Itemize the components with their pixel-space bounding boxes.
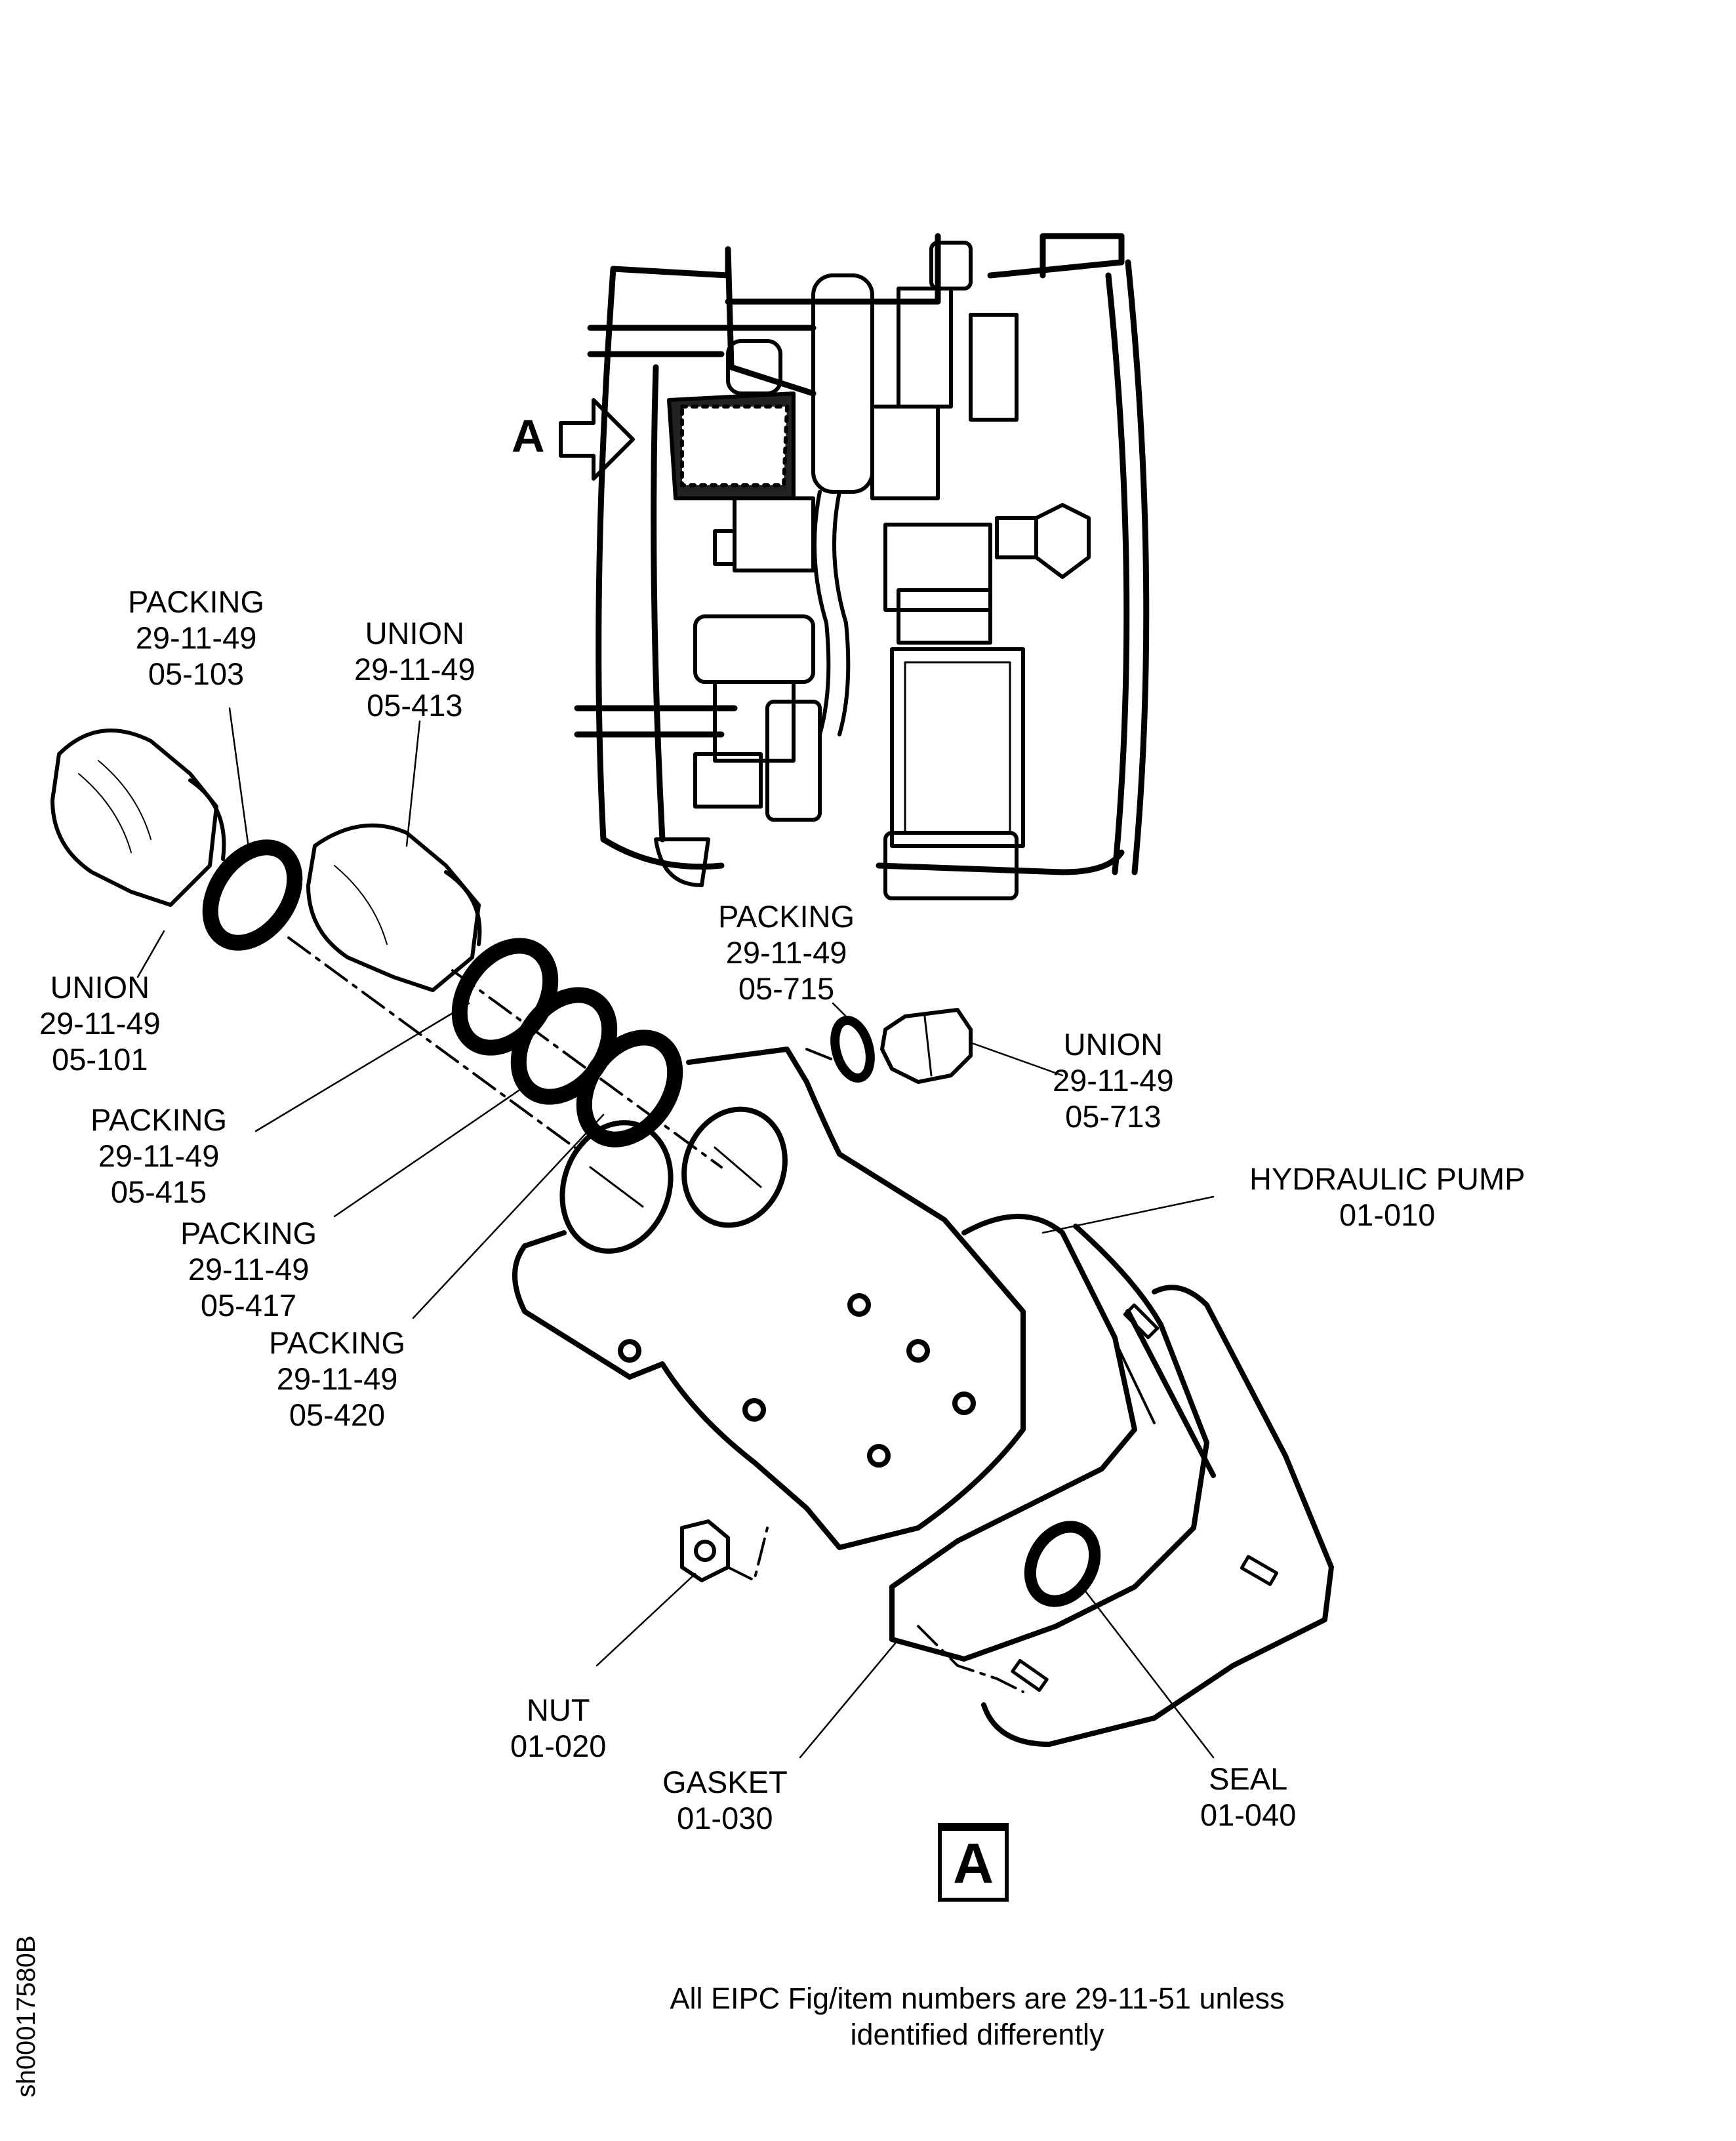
- callout-name: PACKING: [91, 1102, 228, 1137]
- gasket-illustration: [889, 1214, 1209, 1662]
- callout-name: UNION: [50, 970, 150, 1005]
- callout-fig: 29-11-49: [188, 1252, 310, 1287]
- packing-05-420-illustration: [576, 1030, 683, 1148]
- callout-fig: 29-11-49: [276, 1361, 398, 1396]
- footnote: All EIPC Fig/item numbers are 29-11-51 u…: [590, 1980, 1364, 2052]
- callout-union-05-713: UNION 29-11-49 05-713: [1053, 1026, 1174, 1134]
- seal-01-040-illustration: [1024, 1521, 1101, 1607]
- callout-name: UNION: [1063, 1027, 1163, 1062]
- packing-05-715-illustration: [830, 1016, 875, 1083]
- callout-packing-05-103: PACKING 29-11-49 05-103: [128, 584, 264, 692]
- view-arrow-label: A: [512, 410, 545, 462]
- callout-packing-05-415: PACKING 29-11-49 05-415: [91, 1102, 227, 1210]
- callout-packing-05-417: PACKING 29-11-49 05-417: [180, 1215, 317, 1323]
- sheet-id: sh00017580B: [12, 1935, 41, 2098]
- callout-name: HYDRAULIC PUMP: [1249, 1161, 1525, 1196]
- callout-fig: 29-11-49: [1053, 1063, 1174, 1098]
- nut-01-020-illustration: [680, 1519, 730, 1582]
- callout-fig: 29-11-49: [135, 620, 257, 655]
- callout-item: 01-040: [1200, 1797, 1297, 1832]
- callout-seal-01-040: SEAL 01-040: [1200, 1761, 1296, 1833]
- packing-05-103-illustration: [202, 839, 303, 951]
- studs-illustration: [1011, 1303, 1279, 1692]
- footnote-line-2: identified differently: [850, 2018, 1104, 2051]
- footnote-line-1: All EIPC Fig/item numbers are 29-11-51 u…: [670, 1982, 1285, 2015]
- callout-name: PACKING: [269, 1325, 406, 1360]
- view-arrow-icon: [559, 398, 635, 481]
- callout-item: 05-415: [110, 1174, 207, 1209]
- union-05-713-illustration: [880, 1008, 973, 1084]
- callout-item: 05-715: [738, 971, 835, 1006]
- callout-item: 05-420: [289, 1397, 386, 1432]
- callout-name: SEAL: [1209, 1761, 1288, 1796]
- callout-packing-05-715: PACKING 29-11-49 05-715: [718, 898, 855, 1007]
- assembly-centerlines: [287, 936, 1024, 1693]
- union-05-413-illustration: [306, 823, 482, 992]
- callout-name: NUT: [526, 1692, 590, 1727]
- callout-fig: 29-11-49: [354, 652, 475, 687]
- callout-item: 05-413: [367, 688, 463, 723]
- leader-lines: [136, 707, 1215, 1759]
- callout-gasket-01-030: GASKET 01-030: [662, 1764, 788, 1836]
- callout-fig: 29-11-49: [39, 1006, 161, 1041]
- engine-casing-illustration: [574, 233, 1150, 875]
- union-05-101-illustration: [50, 729, 226, 907]
- callout-union-05-101: UNION 29-11-49 05-101: [39, 969, 161, 1077]
- callout-packing-05-420: PACKING 29-11-49 05-420: [269, 1325, 405, 1433]
- callout-name: PACKING: [180, 1216, 317, 1251]
- callout-nut-01-020: NUT 01-020: [510, 1692, 606, 1764]
- callout-union-05-413: UNION 29-11-49 05-413: [354, 615, 475, 723]
- callout-item: 01-010: [1339, 1197, 1436, 1232]
- callout-item: 05-103: [148, 656, 245, 691]
- mounting-flange-illustration: [981, 1285, 1334, 1747]
- callout-item: 05-101: [52, 1042, 148, 1077]
- callout-fig: 29-11-49: [725, 935, 847, 970]
- callout-name: UNION: [365, 616, 465, 650]
- view-identifier-box: A: [938, 1823, 1009, 1902]
- callout-name: PACKING: [128, 584, 265, 619]
- callout-name: PACKING: [718, 899, 855, 934]
- callout-item: 05-713: [1065, 1099, 1161, 1134]
- callout-item: 05-417: [200, 1288, 297, 1323]
- callout-item: 01-020: [510, 1729, 607, 1763]
- callout-item: 01-030: [677, 1801, 773, 1835]
- engine-accessories-illustration: [654, 241, 1091, 900]
- hydraulic-pump-illustration: [512, 1047, 1026, 1550]
- callout-fig: 29-11-49: [98, 1138, 220, 1173]
- callout-name: GASKET: [662, 1765, 788, 1799]
- callout-hydraulic-pump-01-010: HYDRAULIC PUMP 01-010: [1249, 1161, 1525, 1233]
